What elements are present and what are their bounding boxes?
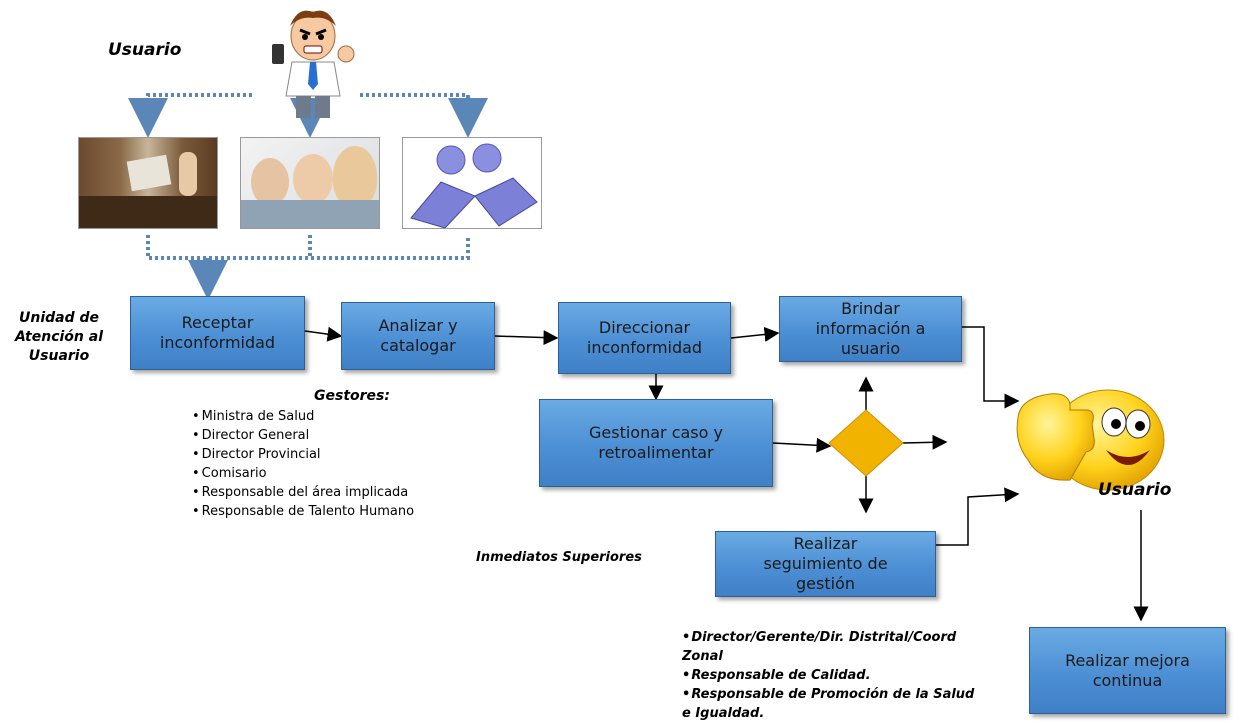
service-counter-photo-icon <box>78 137 218 229</box>
online-chat-icon <box>402 137 542 229</box>
flow-arrows <box>304 326 1149 622</box>
gestores-list: Ministra de Salud Director General Direc… <box>192 407 414 521</box>
list-item: e Igualdad. <box>682 706 765 721</box>
list-item: Zonal <box>682 649 723 664</box>
list-item: Comisario <box>192 464 414 483</box>
decision-diamond <box>828 409 904 477</box>
list-item: Director General <box>192 426 414 445</box>
call-center-photo-icon <box>240 137 380 229</box>
dotted-user-connectors <box>128 93 488 300</box>
unidad-atencion-label: Unidad de Atención al Usuario <box>14 310 104 364</box>
list-item: Responsable del área implicada <box>192 483 414 502</box>
box-analizar-catalogar: Analizar y catalogar <box>341 302 495 370</box>
list-item: Responsable de Talento Humano <box>192 502 414 521</box>
box-direccionar-inconformidad: Direccionar inconformidad <box>558 302 731 374</box>
box-brindar-informacion: Brindar información a usuario <box>779 296 962 362</box>
gestores-title: Gestores: <box>314 388 390 404</box>
list-item: Director/Gerente/Dir. Distrital/Coord <box>682 628 1027 647</box>
list-item: Ministra de Salud <box>192 407 414 426</box>
usuario-right-label: Usuario <box>1098 480 1172 500</box>
list-item: Responsable de Calidad. <box>682 666 1027 685</box>
inmediatos-superiores-label: Inmediatos Superiores <box>476 550 642 565</box>
box-realizar-seguimiento: Realizar seguimiento de gestión <box>715 531 936 597</box>
thumbs-up-emoji-icon <box>1016 389 1165 491</box>
usuario-top-label: Usuario <box>108 40 182 60</box>
list-item: Responsable de Promoción de la Salud <box>682 685 1027 704</box>
superiores-list: Director/Gerente/Dir. Distrital/Coord Zo… <box>682 628 1027 723</box>
box-receptar-inconformidad: Receptar inconformidad <box>130 296 305 370</box>
angry-user-icon <box>272 10 355 118</box>
box-gestionar-caso: Gestionar caso y retroalimentar <box>539 399 773 487</box>
list-item: Director Provincial <box>192 445 414 464</box>
box-realizar-mejora: Realizar mejora continua <box>1029 627 1226 714</box>
